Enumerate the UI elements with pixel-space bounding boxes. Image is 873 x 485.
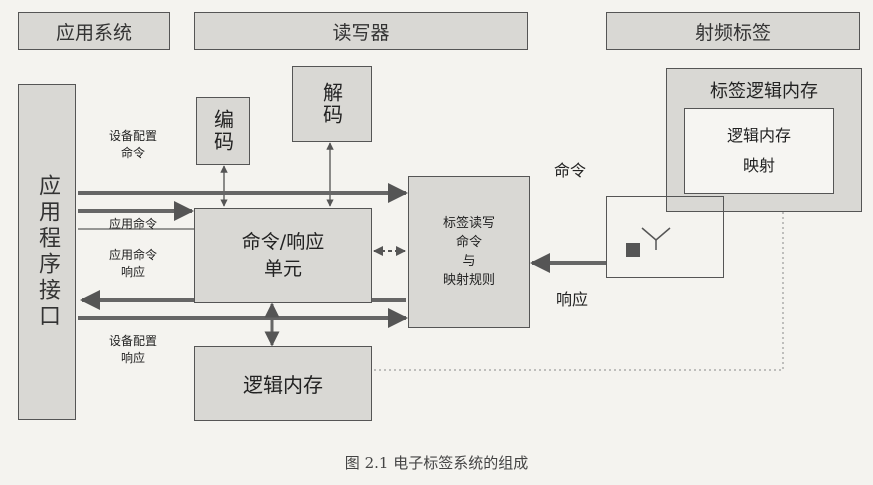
figure-caption: 图 2.1 电子标签系统的组成: [344, 454, 529, 472]
logic-memory-box: 逻辑内存: [194, 346, 372, 421]
chip-symbol: [626, 243, 640, 257]
header-app-system: 应用系统: [18, 12, 170, 50]
cmd-response-unit-box: 命令/响应 单元: [194, 208, 372, 303]
label-app-command: 应用命令: [108, 217, 157, 231]
label-command: 命令: [553, 161, 586, 180]
label-device-config-command: 设备配置 命令: [108, 129, 157, 160]
tag-rw-rules-box: 标签读写 命令 与 映射规则: [408, 176, 530, 328]
logic-memory-map-box: 逻辑内存 映射: [684, 108, 834, 194]
header-reader: 读写器: [194, 12, 528, 50]
encode-box: 编码: [196, 97, 250, 165]
memory-mapping-dotted-line: [373, 212, 784, 371]
label-response: 响应: [555, 290, 588, 309]
app-interface-box: 应用程序接口: [18, 84, 76, 420]
header-rf-tag: 射频标签: [606, 12, 860, 50]
label-app-command-response: 应用命令 响应: [108, 248, 157, 279]
antenna-frame: [606, 196, 724, 278]
label-device-config-response: 设备配置 响应: [108, 334, 157, 365]
decode-box: 解码: [292, 66, 372, 142]
